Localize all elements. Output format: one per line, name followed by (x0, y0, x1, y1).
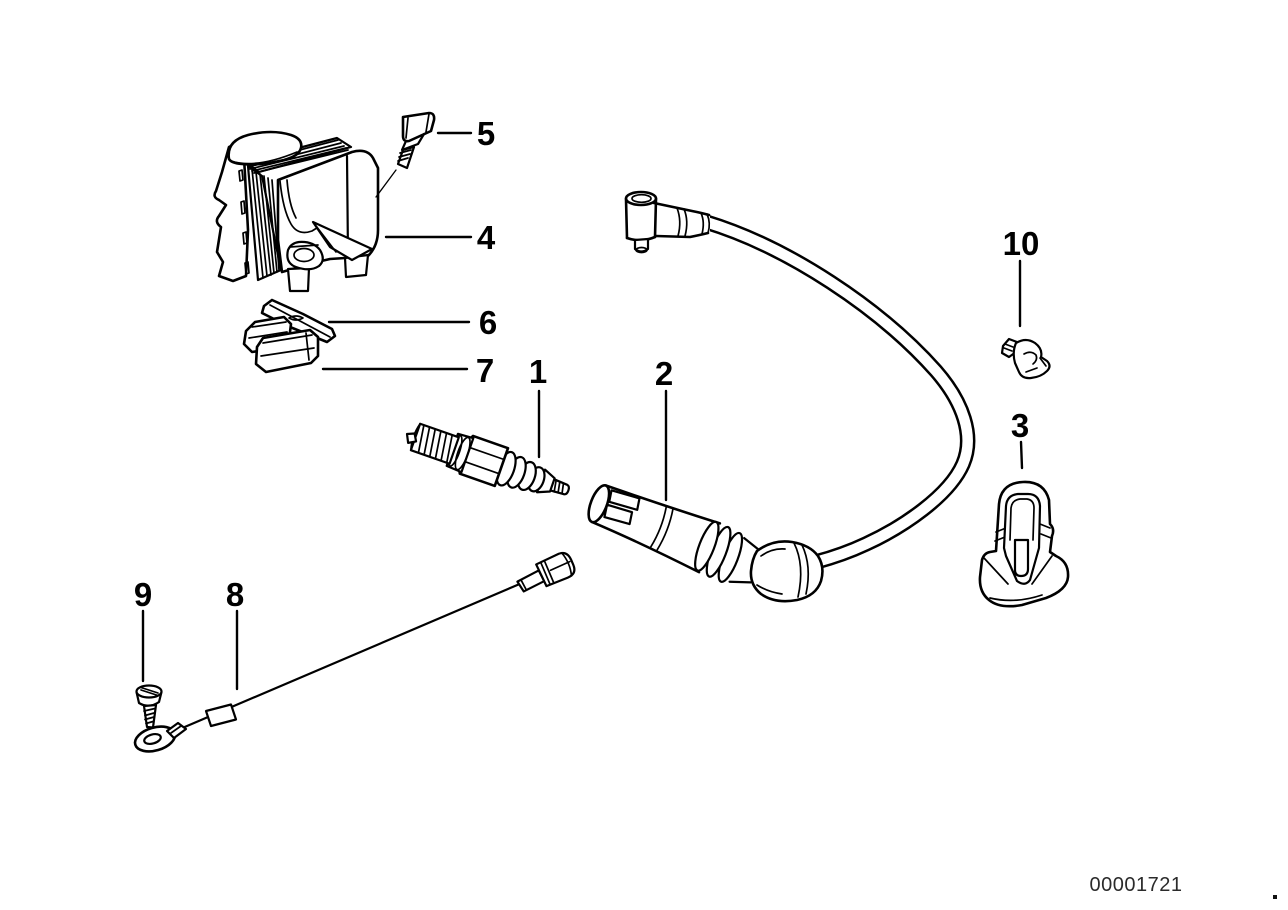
ignition-cable (698, 214, 976, 570)
ground-cable-connector (516, 551, 576, 593)
callout-label-2: 2 (655, 355, 673, 392)
callout-label-10: 10 (1003, 225, 1040, 262)
spark-plug-connector (587, 483, 824, 603)
cable-coil-connector (624, 190, 711, 254)
leader-3 (1019, 440, 1024, 470)
callout-label-4: 4 (477, 219, 496, 256)
callout-label-1: 1 (529, 353, 547, 390)
coil-screw (375, 111, 436, 198)
cable-clip (1000, 337, 1051, 380)
callout-label-9: 9 (134, 576, 152, 613)
callout-labels: 1 2 3 4 5 6 7 8 9 10 (134, 115, 1040, 613)
speck-artifact (1273, 895, 1277, 899)
connector-elbow-boot (749, 540, 824, 603)
coil-recess (286, 240, 324, 271)
callout-label-6: 6 (479, 304, 497, 341)
ground-screw (135, 684, 163, 729)
ground-cable-wire (178, 581, 524, 731)
ground-cable (133, 551, 576, 753)
ignition-coil (213, 130, 380, 293)
callout-label-8: 8 (226, 576, 244, 613)
cable-tag (204, 703, 238, 728)
callout-leaders (141, 131, 1024, 691)
cable-holder (978, 480, 1070, 608)
doc-number: 00001721 (1090, 874, 1183, 896)
callout-label-5: 5 (477, 115, 495, 152)
terminal-sleeve (242, 315, 320, 374)
screw-insertion-line (375, 169, 397, 198)
terminal-blade (260, 298, 337, 344)
callout-label-3: 3 (1011, 407, 1029, 444)
callout-label-7: 7 (476, 352, 494, 389)
spark-plug (405, 422, 571, 496)
spark-plug-electrode (405, 432, 418, 444)
coil-foot-left (286, 266, 311, 293)
